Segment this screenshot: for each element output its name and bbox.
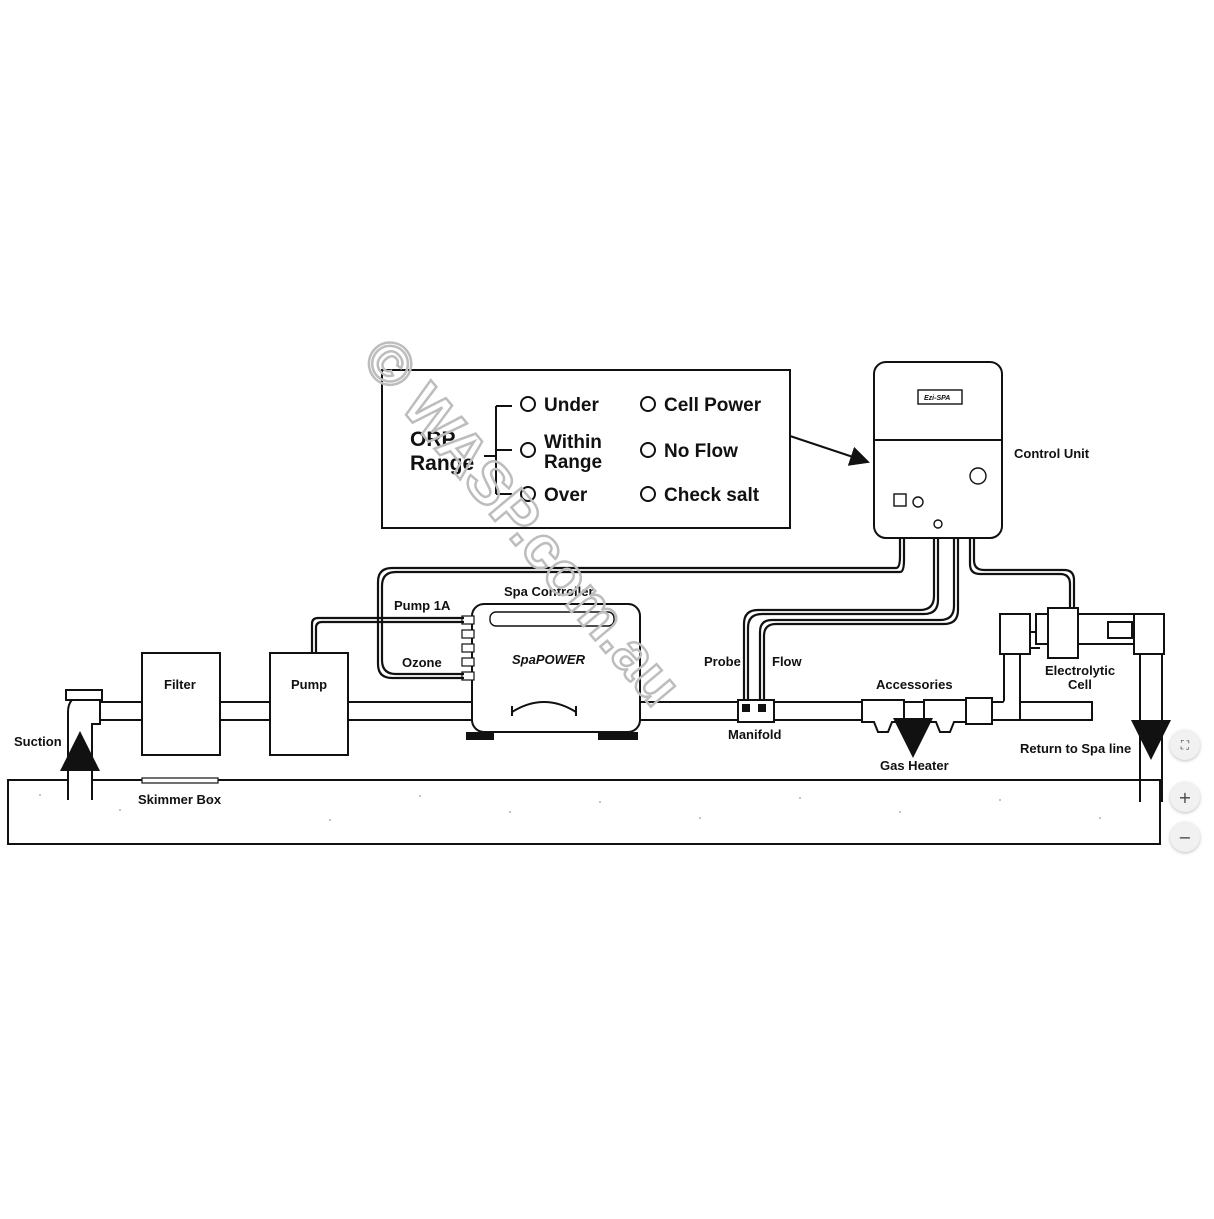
- legend-item-within-range: Range: [544, 452, 602, 473]
- legend-item-over: Over: [544, 485, 588, 506]
- pump-box: [269, 652, 349, 756]
- label-ozone: Ozone: [402, 655, 442, 670]
- electrolytic-cell: [1035, 607, 1135, 659]
- fit-screen-icon: ⛶: [1180, 737, 1190, 752]
- zoom-out-icon: −: [1178, 827, 1192, 847]
- label-cell: Cell: [1068, 677, 1092, 692]
- label-manifold: Manifold: [728, 727, 781, 742]
- label-return-to-spa: Return to Spa line: [1020, 741, 1131, 756]
- label-accessories: Accessories: [876, 677, 953, 692]
- spapower-logo: SpaPOWER: [512, 652, 586, 667]
- return-plumbing: [992, 613, 1165, 802]
- label-electrolytic: Electrolytic: [1045, 663, 1115, 678]
- orp-label-line1: ORP: [410, 428, 456, 451]
- control-unit-badge-text: Ezi-SPA: [924, 395, 950, 402]
- spa-controller: [461, 603, 641, 740]
- label-suction: Suction: [14, 734, 62, 749]
- legend-item-cell-power: Cell Power: [664, 395, 762, 416]
- label-gas-heater: Gas Heater: [880, 758, 949, 773]
- label-flow: Flow: [772, 654, 802, 669]
- fit-screen-button[interactable]: ⛶: [1170, 730, 1200, 760]
- filter-box: [141, 652, 221, 756]
- label-spa-controller: Spa Controller: [504, 584, 594, 599]
- label-filter: Filter: [164, 677, 196, 692]
- orp-legend-panel: [381, 369, 791, 529]
- label-pump-1a: Pump 1A: [394, 598, 451, 613]
- legend-item-under: Under: [544, 395, 600, 416]
- label-probe: Probe: [704, 654, 741, 669]
- orp-label-line2: Range: [410, 452, 474, 475]
- control-unit: [873, 361, 1003, 539]
- label-skimmer-box: Skimmer Box: [138, 792, 222, 807]
- zoom-in-button[interactable]: +: [1170, 782, 1200, 812]
- label-pump: Pump: [291, 677, 327, 692]
- legend-item-check-salt: Check salt: [664, 485, 760, 506]
- legend-item-no-flow: No Flow: [664, 441, 738, 462]
- legend-pointer-arrow: [789, 435, 870, 466]
- accessories-fittings: [861, 697, 993, 733]
- zoom-out-button[interactable]: −: [1170, 822, 1200, 852]
- cables: [310, 538, 1076, 704]
- legend-item-within: Within: [544, 432, 602, 453]
- ground-slab: [7, 779, 1161, 845]
- manifold: [737, 699, 775, 723]
- label-control-unit: Control Unit: [1014, 446, 1090, 461]
- zoom-in-icon: +: [1178, 787, 1192, 807]
- skimmer-box: [141, 777, 219, 784]
